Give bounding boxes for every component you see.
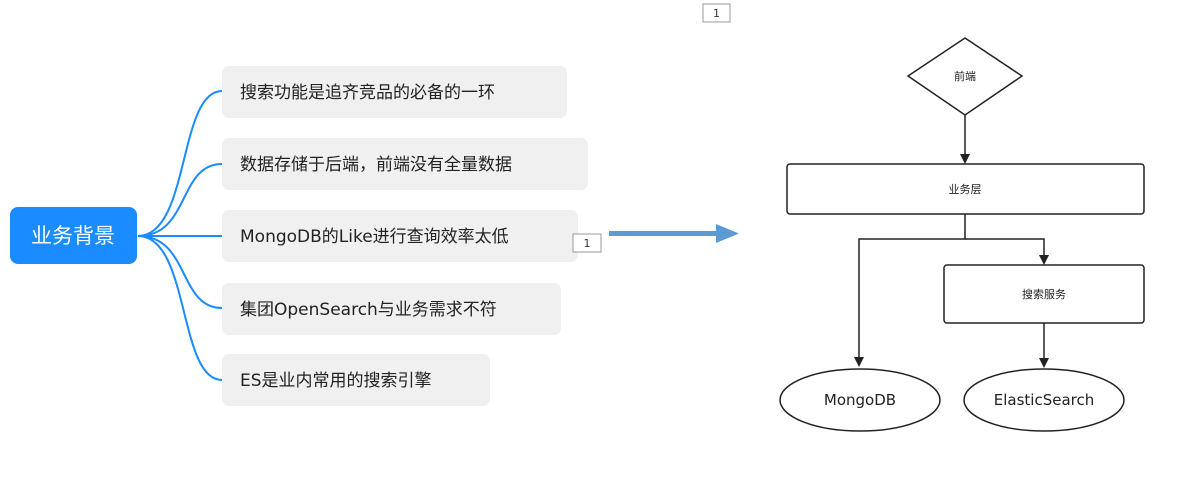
branch-node-4[interactable]: 集团OpenSearch与业务需求不符 (222, 283, 561, 335)
frontend-node[interactable]: 前端 (906, 37, 1024, 116)
transition-arrow (609, 224, 739, 243)
elasticsearch-label: ElasticSearch (994, 391, 1094, 409)
branch-label-1: 搜索功能是追齐竞品的必备的一环 (240, 83, 495, 103)
flowchart-badge-label: 1 (713, 7, 720, 20)
branch-label-3: MongoDB的Like进行查询效率太低 (240, 227, 509, 247)
branch-node-5[interactable]: ES是业内常用的搜索引擎 (222, 354, 490, 406)
root-label: 业务背景 (31, 224, 115, 248)
business-layer-node[interactable]: 业务层 (786, 163, 1145, 215)
mindmap: 业务背景 搜索功能是追齐竞品的必备的一环 数据存储于后端，前端没有全量数据 Mo… (10, 66, 602, 406)
branch-label-4: 集团OpenSearch与业务需求不符 (240, 300, 497, 320)
mindmap-connectors (137, 90, 223, 381)
branch-node-2[interactable]: 数据存储于后端，前端没有全量数据 (222, 138, 588, 190)
search-service-label: 搜索服务 (1022, 287, 1066, 301)
flowchart: 1 前端 业务层 搜索服务 MongoDB (702, 3, 1145, 432)
branch-label-5: ES是业内常用的搜索引擎 (240, 371, 432, 391)
connector-5 (137, 235, 223, 381)
elasticsearch-node[interactable]: ElasticSearch (963, 368, 1125, 432)
edge-business-search (965, 238, 1049, 265)
business-layer-label: 业务层 (949, 183, 982, 196)
connector-1 (137, 90, 223, 237)
frontend-label: 前端 (954, 69, 976, 83)
branch-node-3[interactable]: MongoDB的Like进行查询效率太低 (222, 210, 578, 262)
mindmap-badge-label: 1 (584, 237, 591, 250)
flowchart-badge[interactable]: 1 (702, 3, 731, 23)
root-node[interactable]: 业务背景 (10, 207, 137, 264)
search-service-node[interactable]: 搜索服务 (943, 264, 1145, 324)
mongodb-node[interactable]: MongoDB (779, 368, 941, 432)
mindmap-badge[interactable]: 1 (572, 233, 602, 253)
branch-node-1[interactable]: 搜索功能是追齐竞品的必备的一环 (222, 66, 567, 118)
edge-business-mongodb (854, 214, 966, 367)
connector-2 (137, 163, 223, 237)
connector-4 (137, 235, 223, 309)
edges-business-out (854, 214, 1049, 367)
branch-label-2: 数据存储于后端，前端没有全量数据 (240, 155, 512, 175)
mongodb-label: MongoDB (824, 391, 896, 409)
